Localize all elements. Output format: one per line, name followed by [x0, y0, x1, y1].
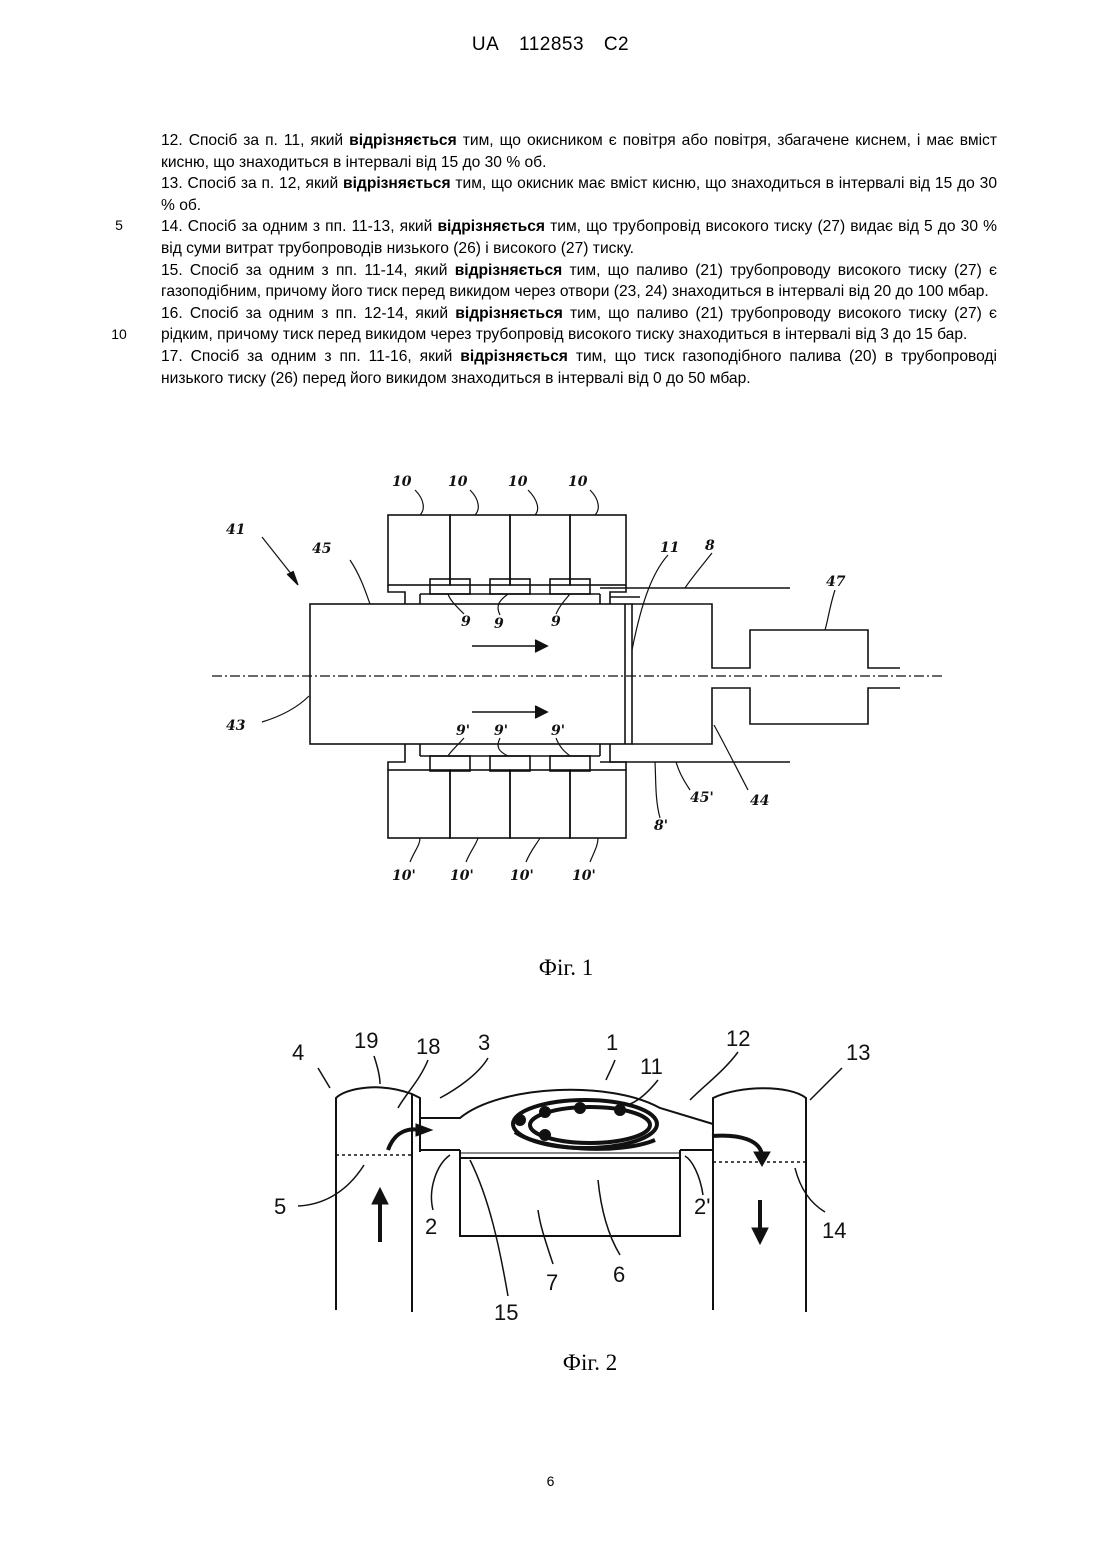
fig2-label-1: 1 — [606, 1030, 618, 1055]
fig2-vortex-11 — [513, 1100, 657, 1149]
fig2-label-2: 2 — [425, 1214, 437, 1239]
page-number: 6 — [0, 1473, 1101, 1489]
fig2-label-15: 15 — [494, 1300, 518, 1325]
fig2-label-5: 5 — [274, 1194, 286, 1219]
fig2-label-14: 14 — [822, 1218, 846, 1243]
fig2-label-7: 7 — [546, 1270, 558, 1295]
figure-2-caption: Фіг. 2 — [490, 1350, 690, 1376]
fig2-label-18: 18 — [416, 1034, 440, 1059]
fig2-label-13: 13 — [846, 1040, 870, 1065]
fig2-label-11: 11 — [640, 1054, 663, 1079]
fig2-label-2p: 2' — [694, 1194, 710, 1219]
fig2-label-4: 4 — [292, 1040, 304, 1065]
fig2-label-19: 19 — [354, 1028, 378, 1053]
fig2-label-3: 3 — [478, 1030, 490, 1055]
fig2-label-6: 6 — [613, 1262, 625, 1287]
fig2-label-12: 12 — [726, 1026, 750, 1051]
